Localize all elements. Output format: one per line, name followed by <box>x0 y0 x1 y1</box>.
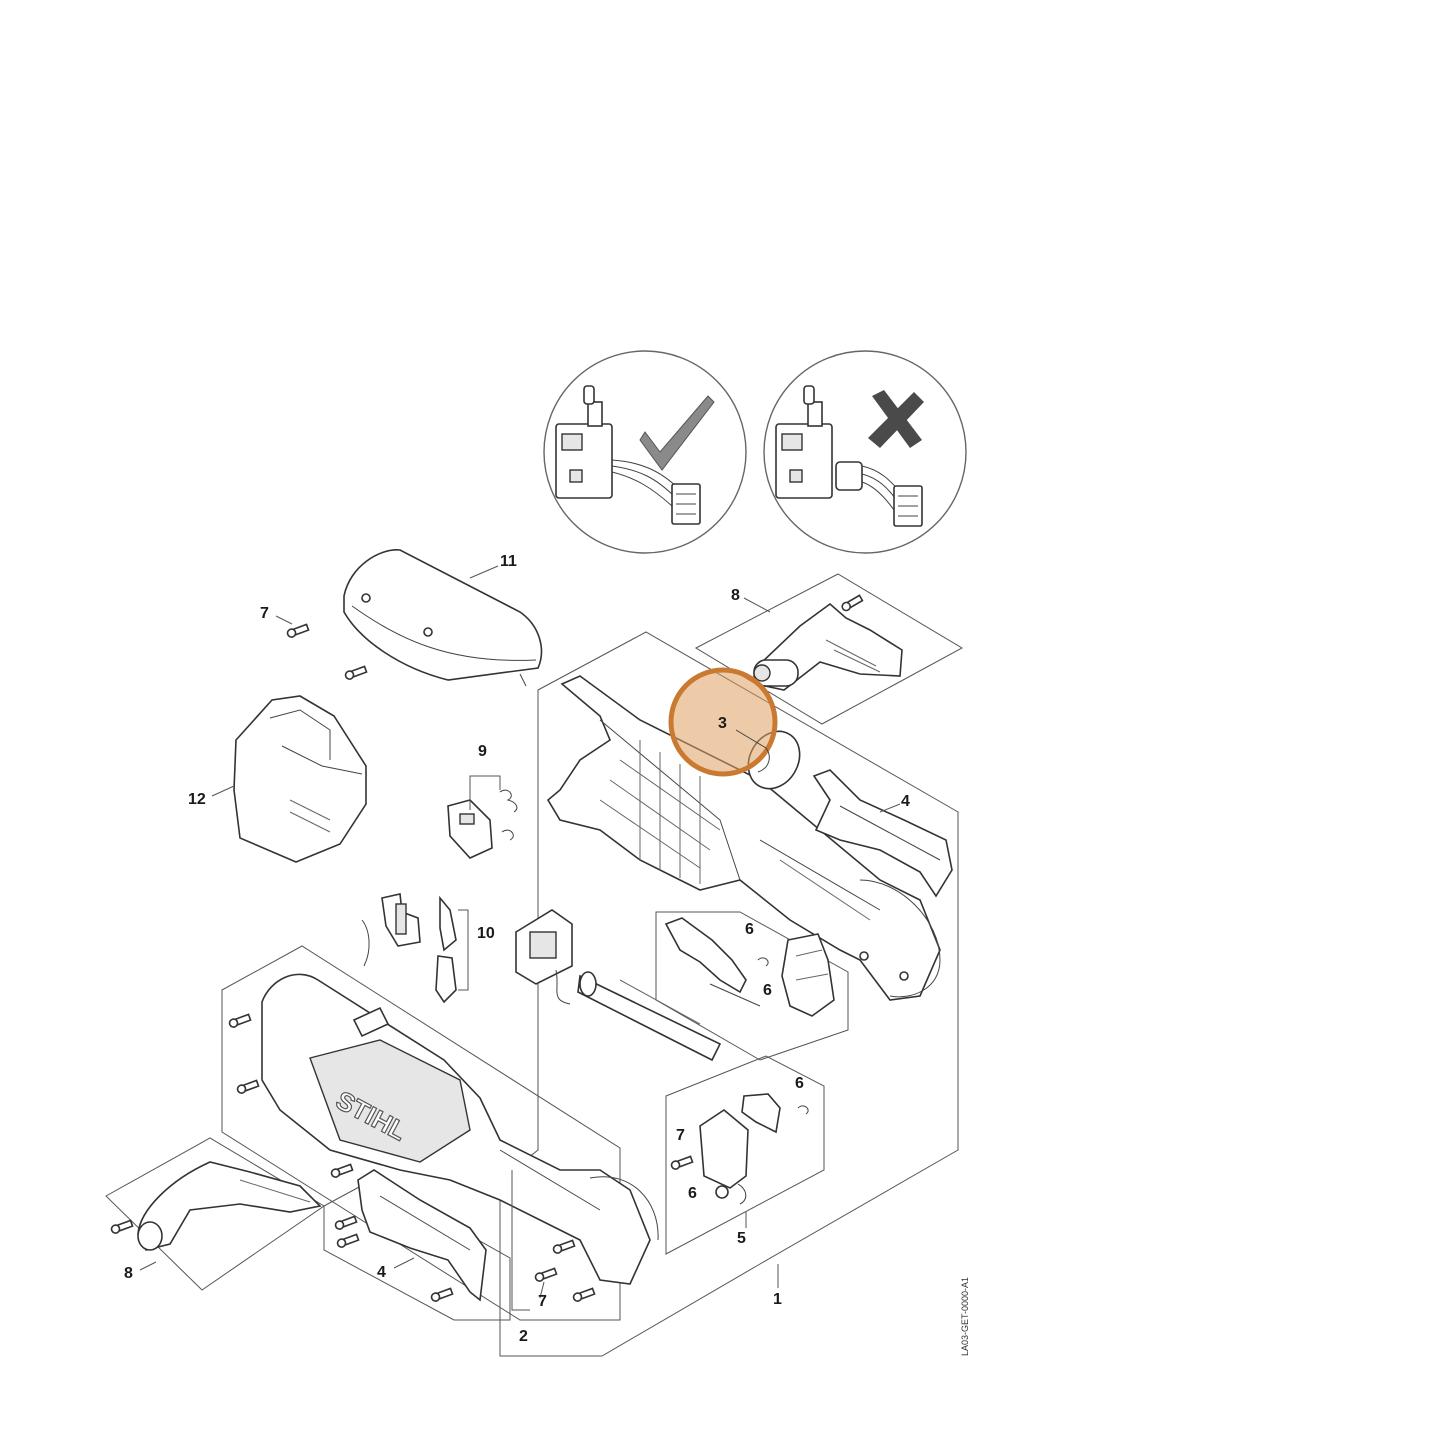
part-4-handle-grip-upper <box>812 769 953 898</box>
label-4-bottom: 4 <box>377 1264 386 1281</box>
inset-wrong-assembly <box>763 350 967 554</box>
main-housing: STIHL <box>261 973 659 1285</box>
label-1: 1 <box>773 1291 782 1308</box>
callout-labels: 11 7 8 3 12 9 4 10 6 6 6 7 6 5 8 4 7 2 1 <box>124 553 910 1345</box>
part-1-chassis <box>546 675 941 1001</box>
highlight-callout-3 <box>668 667 778 777</box>
label-7-bottom: 7 <box>538 1293 547 1310</box>
screws-part-7 <box>110 594 864 1302</box>
part-6-lever-group <box>664 917 835 1017</box>
part-10-levers <box>361 893 469 1004</box>
part-11-top-cover <box>343 549 543 687</box>
label-9: 9 <box>478 743 487 760</box>
label-6-c: 6 <box>795 1075 804 1092</box>
part-8-upper-handle <box>743 597 903 691</box>
label-6-a: 6 <box>745 921 754 938</box>
drawing-code: LA03-GET-0000-A1 <box>960 1277 970 1356</box>
label-12: 12 <box>188 791 206 808</box>
label-11: 11 <box>500 553 517 570</box>
label-3: 3 <box>718 715 727 732</box>
cross-mark-icon <box>868 390 924 448</box>
label-7-group5: 7 <box>676 1127 685 1144</box>
part-8-lower-grip <box>137 1161 322 1271</box>
part-5-trigger-group <box>699 1093 809 1205</box>
label-4-right: 4 <box>901 793 910 810</box>
label-5: 5 <box>737 1230 746 1247</box>
label-6-b: 6 <box>763 982 772 999</box>
label-10: 10 <box>477 925 495 942</box>
switch-assembly <box>515 909 722 1062</box>
inset-correct-assembly <box>543 350 747 554</box>
leader-lines <box>275 615 779 1311</box>
part-4-lower-grip-cover <box>357 1169 487 1302</box>
check-mark-icon <box>639 395 715 471</box>
label-2: 2 <box>519 1328 528 1345</box>
label-8-top: 8 <box>731 587 740 604</box>
label-8-bottom: 8 <box>124 1265 133 1282</box>
part-9-trigger-block <box>447 775 518 859</box>
label-6-d: 6 <box>688 1185 697 1202</box>
part-12-shroud <box>211 695 367 863</box>
label-7-top: 7 <box>260 605 269 622</box>
